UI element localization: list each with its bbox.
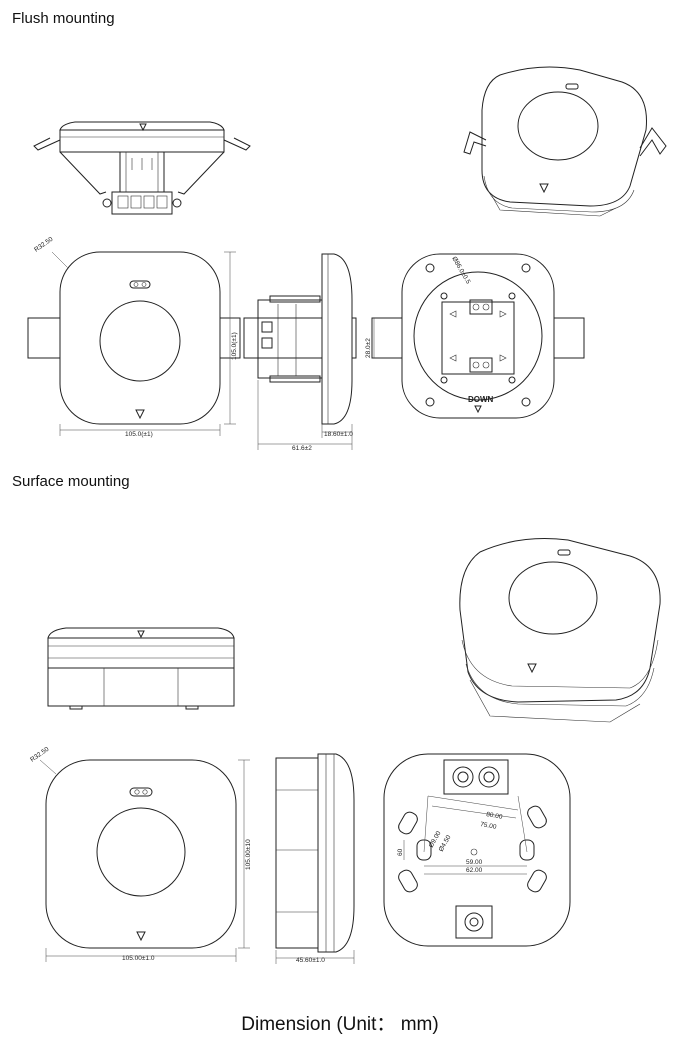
surface-d80-label: 80.00 [486, 811, 504, 821]
flush-back-view [371, 253, 585, 419]
dimension-caption: Dimension (Unit： mm) [241, 1014, 439, 1035]
flush-side-profile [243, 253, 357, 450]
flush-down-label: DOWN [468, 395, 494, 404]
surface-d60-label: 60 [397, 848, 404, 856]
surface-radius-label: R32.50 [29, 746, 50, 764]
flush-depth-total-label: 61.6±2 [292, 445, 312, 452]
flush-side-view [33, 121, 251, 215]
surface-front-view [39, 759, 250, 962]
flush-radius-label: R32.50 [33, 236, 54, 254]
flush-isometric-view [463, 66, 667, 217]
flush-width-label: 105.0(±1) [125, 431, 153, 438]
surface-side-profile [275, 753, 355, 964]
surface-d59-label: 59.00 [466, 859, 483, 866]
flush-front-view [27, 251, 241, 436]
surface-d62-label: 62.00 [466, 867, 483, 874]
surface-d75-label: 75.00 [480, 821, 498, 831]
flush-spring-height-label: 28.0±2 [365, 338, 372, 358]
flush-mounting-title: Flush mounting [12, 10, 115, 27]
surface-back-view [383, 753, 571, 947]
flush-depth-front-label: 18.60±1.0 [324, 431, 353, 438]
surface-depth-label: 45.60±1.0 [296, 957, 325, 964]
surface-height-label: 105.00±10 [245, 839, 252, 870]
surface-isometric-view [459, 538, 661, 723]
surface-side-view [47, 627, 235, 710]
surface-width-label: 105.00±1.0 [122, 955, 155, 962]
surface-mounting-title: Surface mounting [12, 473, 130, 490]
flush-height-label: 105.0(±1) [231, 332, 238, 360]
